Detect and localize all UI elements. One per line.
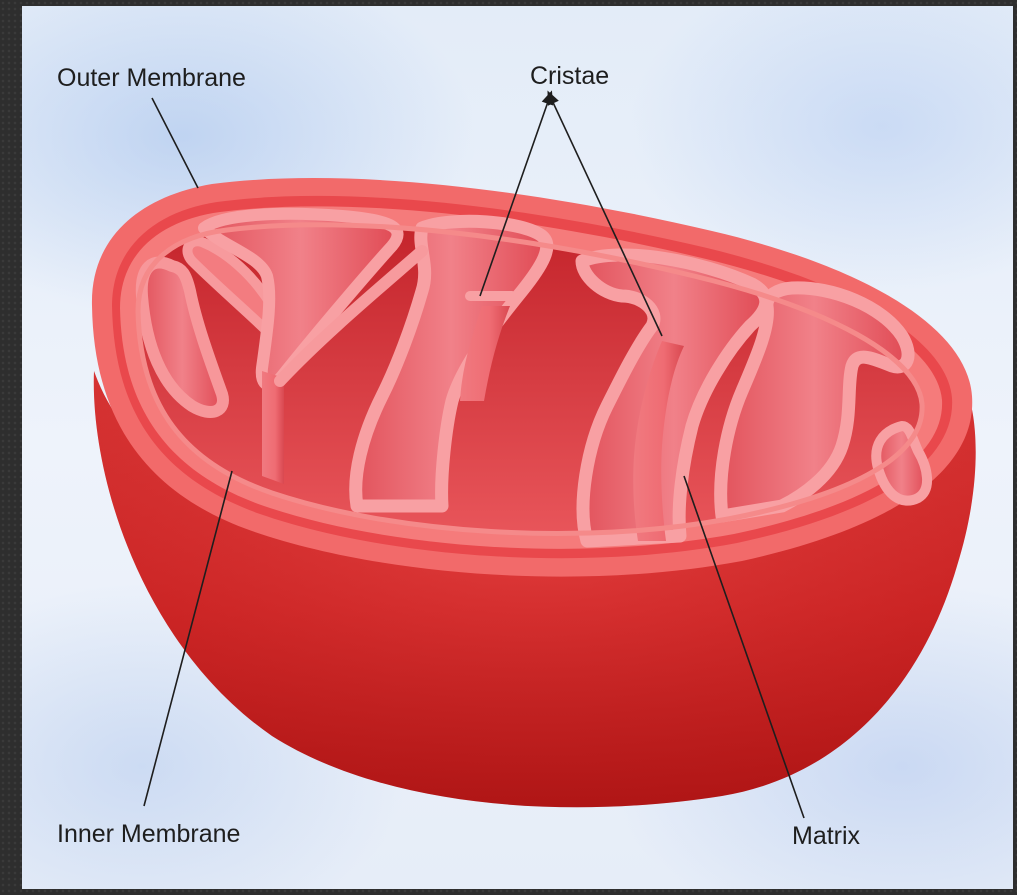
- inner-membrane-label: Inner Membrane: [57, 820, 240, 849]
- mitochondrion-diagram: [22, 6, 1013, 889]
- outer-membrane-leader: [152, 98, 198, 188]
- outer-membrane-label: Outer Membrane: [57, 64, 246, 93]
- diagram-panel: Outer Membrane Cristae Inner Membrane Ma…: [22, 6, 1013, 889]
- cristae-label: Cristae: [530, 62, 609, 91]
- matrix-label: Matrix: [792, 822, 860, 851]
